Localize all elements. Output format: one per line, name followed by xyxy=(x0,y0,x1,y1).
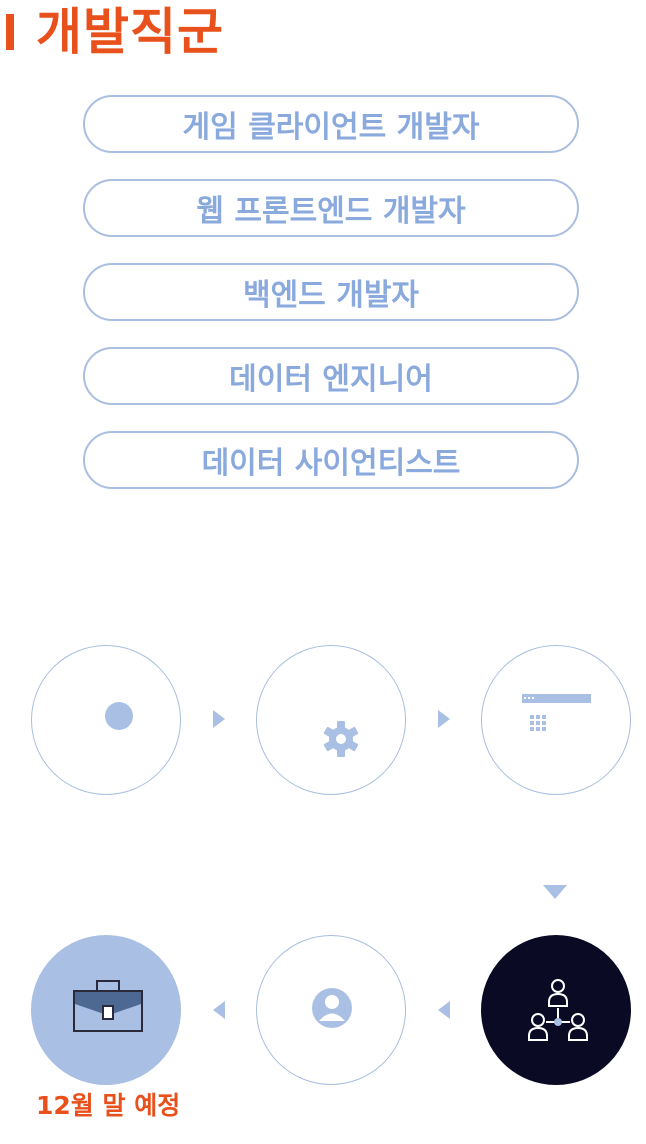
browser-grid-icon xyxy=(522,694,591,731)
process-step-3 xyxy=(481,645,631,795)
process-step-5 xyxy=(256,935,406,1085)
job-button-game-client[interactable]: 게임 클라이언트 개발자 xyxy=(83,95,579,153)
title-accent-bar xyxy=(6,14,14,50)
arrow-left-icon xyxy=(438,1001,450,1019)
process-step-6 xyxy=(31,935,181,1085)
process-step-2 xyxy=(256,645,406,795)
dot-icon xyxy=(105,702,133,730)
process-step-4 xyxy=(481,935,631,1085)
gear-icon xyxy=(323,721,359,757)
person-icon xyxy=(312,988,352,1028)
team-network-icon xyxy=(528,979,588,1041)
process-step-1 xyxy=(31,645,181,795)
job-button-data-engineer[interactable]: 데이터 엔지니어 xyxy=(83,347,579,405)
arrow-right-icon xyxy=(438,710,450,728)
job-button-web-frontend[interactable]: 웹 프론트엔드 개발자 xyxy=(83,179,579,237)
briefcase-icon xyxy=(73,980,143,1032)
schedule-note: 12월 말 예정 xyxy=(36,1091,181,1120)
section-title: 개발직군 xyxy=(36,3,224,61)
arrow-right-icon xyxy=(213,710,225,728)
job-button-data-scientist[interactable]: 데이터 사이언티스트 xyxy=(83,431,579,489)
arrow-down-icon xyxy=(543,885,567,899)
job-button-backend[interactable]: 백엔드 개발자 xyxy=(83,263,579,321)
arrow-left-icon xyxy=(213,1001,225,1019)
